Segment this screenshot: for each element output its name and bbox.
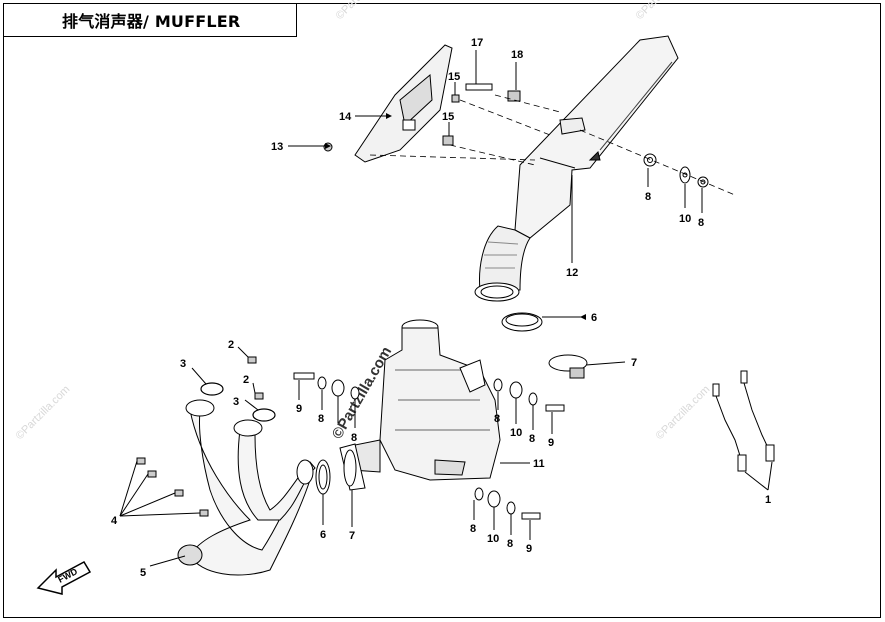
callout-8: 8: [529, 433, 535, 445]
flange-part-7-lower[interactable]: [339, 443, 366, 491]
callout-3: 3: [180, 358, 186, 370]
leader-arrowheads: [325, 113, 586, 320]
callout-1: 1: [765, 494, 771, 506]
oxygen-sensor-part-1[interactable]: [712, 370, 775, 472]
forward-arrow-icon: FWD: [36, 561, 92, 595]
watermarks: ©Partzilla.com ©Partzilla.com ©Partzilla…: [14, 0, 713, 442]
callout-9: 9: [296, 403, 302, 415]
callout-15: 15: [448, 71, 460, 83]
muffler-part-12[interactable]: [474, 35, 679, 302]
callout-8: 8: [351, 432, 357, 444]
gasket-part-3[interactable]: [200, 382, 276, 422]
callout-2: 2: [228, 339, 234, 351]
callout-18: 18: [511, 49, 523, 61]
callout-9: 9: [526, 543, 532, 555]
fastener-set-bottom[interactable]: [474, 487, 541, 520]
nut-part-2[interactable]: [247, 356, 264, 400]
clamp-part-7-upper[interactable]: [548, 354, 588, 379]
callout-9: 9: [548, 437, 554, 449]
callout-7: 7: [349, 530, 355, 542]
callout-12: 12: [566, 267, 578, 279]
callout-8: 8: [470, 523, 476, 535]
title-box: 排气消声器/ MUFFLER: [3, 3, 297, 37]
callout-8: 8: [318, 413, 324, 425]
watermark-text: ©Partzilla.com: [654, 383, 713, 442]
gasket-part-6-upper[interactable]: [501, 312, 543, 332]
callout-8: 8: [645, 191, 651, 203]
callout-7: 7: [631, 357, 637, 369]
fastener-set-left[interactable]: [293, 372, 360, 400]
diagram-frame: [3, 3, 881, 618]
page-title: 排气消声器/ MUFFLER: [62, 12, 241, 31]
callout-14: 14: [339, 111, 352, 123]
heat-shield-part-14[interactable]: [354, 44, 453, 163]
callout-10: 10: [487, 533, 499, 545]
callout-8: 8: [698, 217, 704, 229]
callout-5: 5: [140, 567, 146, 579]
fastener-set-right[interactable]: [493, 378, 565, 412]
nut-part-4[interactable]: [136, 457, 209, 517]
callout-13: 13: [271, 141, 283, 153]
callout-10: 10: [510, 427, 522, 439]
watermark-text: ©Partzilla.com: [334, 0, 393, 22]
header-pipe-part-5[interactable]: [177, 399, 316, 576]
callout-6: 6: [320, 529, 326, 541]
watermark-text: ©Partzilla.com: [14, 383, 73, 442]
callout-2: 2: [243, 374, 249, 386]
dashed-axis-lines: [369, 94, 736, 196]
fastener-set-top[interactable]: [323, 83, 709, 188]
callout-10: 10: [679, 213, 691, 225]
callout-17: 17: [471, 37, 483, 49]
callout-4: 4: [111, 515, 118, 527]
callout-labels: 17 18 15 15 14 13 8 10 8 12 6 7 2 3 2 3 …: [111, 37, 771, 579]
callout-8: 8: [494, 413, 500, 425]
callout-8: 8: [507, 538, 513, 550]
callout-15: 15: [442, 111, 454, 123]
callout-6: 6: [591, 312, 597, 324]
leader-lines: [119, 50, 773, 567]
catalyst-body-part-11[interactable]: [351, 319, 501, 481]
callout-3: 3: [233, 396, 239, 408]
gasket-part-6-lower[interactable]: [315, 459, 331, 495]
watermark-text: ©Partzilla.com: [634, 0, 693, 22]
callout-11: 11: [533, 458, 545, 470]
